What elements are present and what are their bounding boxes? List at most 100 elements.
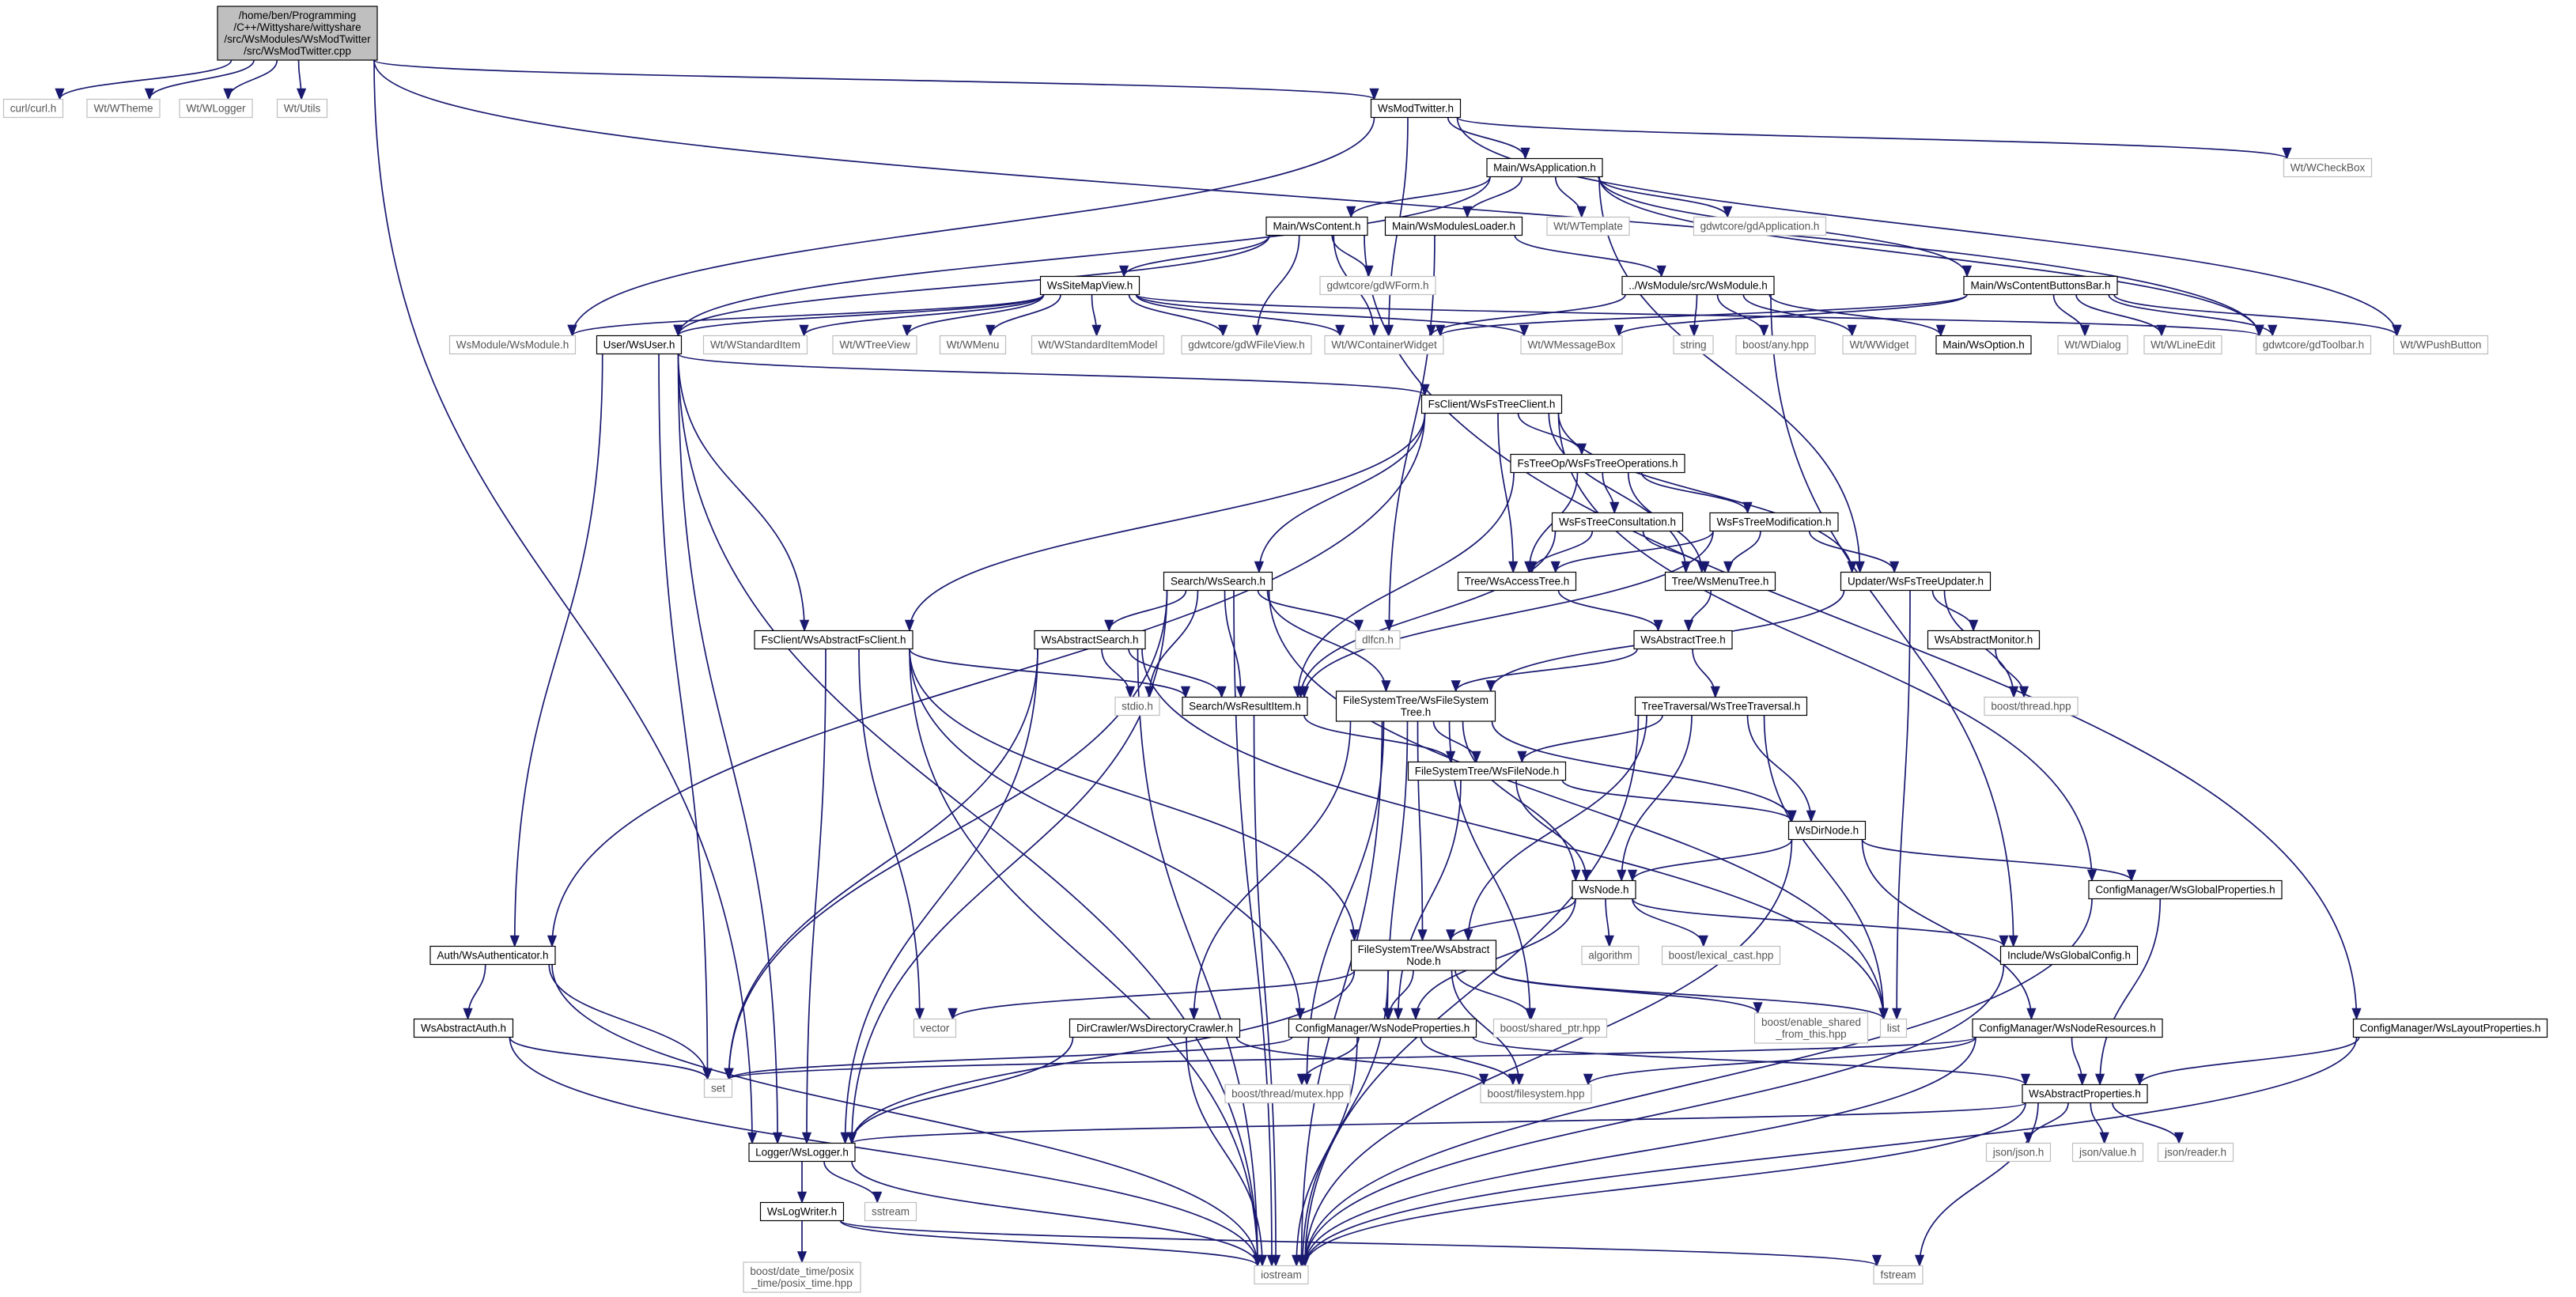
node-wsabstractauth-h[interactable]: WsAbstractAuth.h	[413, 1018, 514, 1038]
node-configmanager-wsnodeproperties-h[interactable]: ConfigManager/WsNodeProperties.h	[1288, 1018, 1477, 1038]
node-main-wsmodulesloader-h[interactable]: Main/WsModulesLoader.h	[1384, 216, 1523, 236]
edge-wssitemapview-h-to-wt-wstandarditemmodel	[1091, 294, 1102, 338]
edge-main-wsapplication-h-to-main-wsmodulesloader-h	[1462, 176, 1523, 219]
node-box	[1935, 335, 2032, 355]
node-treetraversal-wstreetraversal-h[interactable]: TreeTraversal/WsTreeTraversal.h	[1634, 696, 1808, 717]
node-box	[2255, 335, 2372, 355]
node-label: Tree.h	[1401, 706, 1432, 718]
node-label: json/json.h	[1992, 1147, 2045, 1159]
node-tree-wsmenutree-h[interactable]: Tree/WsMenuTree.h	[1664, 571, 1776, 592]
node-box	[217, 6, 378, 61]
node-search-wssearch-h[interactable]: Search/WsSearch.h	[1163, 571, 1273, 592]
node-wssitemapview-h[interactable]: WsSiteMapView.h	[1039, 275, 1140, 296]
node-wsmodule-src-wsmodule-h[interactable]: ../WsModule/src/WsModule.h	[1621, 275, 1775, 296]
node-label: Wt/WLogger	[186, 103, 246, 115]
node-label: gdwtcore/gdApplication.h	[1700, 221, 1820, 233]
edge-filesystemtree-wsfilesystemtree-h-to-configmanager-wsnodeproperties-h	[1383, 720, 1409, 1021]
edge-root-to-wsmodtwitter-h	[373, 59, 1379, 101]
node-box	[1355, 630, 1401, 650]
edge-wsmodtwitter-h-to-wsmodule-wsmodule-h	[567, 117, 1375, 338]
node-search-wsresultitem-h[interactable]: Search/WsResultItem.h	[1182, 696, 1308, 717]
node-fsclient-wsabstractfsclient-h[interactable]: FsClient/WsAbstractFsClient.h	[754, 630, 914, 650]
node-wsabstracttree-h[interactable]: WsAbstractTree.h	[1633, 630, 1733, 650]
node-configmanager-wslayoutproperties-h[interactable]: ConfigManager/WsLayoutProperties.h	[2352, 1018, 2548, 1038]
node-logger-wslogger-h[interactable]: Logger/WsLogger.h	[748, 1142, 856, 1163]
edge-fstreeop-wsfstreeoperations-h-to-wsfstreeconsultation-h	[1602, 472, 1620, 515]
node-label: set	[711, 1083, 725, 1095]
node-wsdirnode-h[interactable]: WsDirNode.h	[1787, 820, 1867, 841]
node-configmanager-wsnoderesources-h[interactable]: ConfigManager/WsNodeResources.h	[1972, 1018, 2163, 1038]
node-label: Auth/WsAuthenticator.h	[437, 950, 548, 962]
node-gdwtcore-gdwform-h: gdwtcore/gdWForm.h	[1319, 275, 1436, 296]
node-box	[2283, 157, 2373, 178]
node-wt-wmessagebox: Wt/WMessageBox	[1520, 335, 1623, 355]
edge-logger-wslogger-h-to-sstream	[823, 1161, 883, 1204]
node-label: iostream	[1261, 1269, 1302, 1281]
node-configmanager-wsglobalproperties-h[interactable]: ConfigManager/WsGlobalProperties.h	[2088, 879, 2283, 900]
node-box	[939, 335, 1007, 355]
node-main-wscontentbuttonsbar-h[interactable]: Main/WsContentButtonsBar.h	[1963, 275, 2118, 296]
node-wsfstreemodification-h[interactable]: WsFsTreeModification.h	[1709, 512, 1839, 532]
edge-wssitemapview-h-to-wt-wtreeview	[902, 294, 1045, 338]
node-boost-shared-ptr-hpp: boost/shared_ptr.hpp	[1492, 1018, 1608, 1038]
edge-wsfstreeconsultation-h-to-tree-wsaccesstree-h	[1526, 531, 1594, 574]
node-label: Wt/WPushButton	[2400, 339, 2482, 351]
edge-wsabstractsearch-h-to-iostream	[1137, 648, 1263, 1268]
node-label: Wt/WStandardItemModel	[1038, 339, 1158, 351]
edge-configmanager-wsglobalproperties-h-to-iostream	[1299, 898, 2093, 1268]
node-label: boost/date_time/posix	[750, 1265, 854, 1277]
edge-wssitemapview-h-to-wt-wstandarditem	[799, 294, 1045, 338]
node-label: Updater/WsFsTreeUpdater.h	[1848, 576, 1984, 588]
node-label: boost/shared_ptr.hpp	[1500, 1023, 1601, 1034]
node-auth-wsauthenticator-h[interactable]: Auth/WsAuthenticator.h	[429, 945, 556, 966]
edge-wsabstractsearch-h-to-stdio-h	[1101, 648, 1136, 699]
node-wsnode-h[interactable]: WsNode.h	[1572, 879, 1636, 900]
node-dircrawler-wsdirectorycrawler-h[interactable]: DirCrawler/WsDirectoryCrawler.h	[1069, 1018, 1241, 1038]
node-sstream: sstream	[864, 1201, 917, 1222]
node-wsabstractmonitor-h[interactable]: WsAbstractMonitor.h	[1927, 630, 2041, 650]
node-box	[759, 1201, 845, 1222]
node-label: FsClient/WsAbstractFsClient.h	[761, 634, 906, 646]
node-wt-wdialog: Wt/WDialog	[2057, 335, 2128, 355]
node-filesystemtree-wsfilenode-h[interactable]: FileSystemTree/WsFileNode.h	[1407, 761, 1567, 781]
edge-filesystemtree-wsabstractnode-h-to-list	[1492, 970, 1889, 1021]
node-wsmodtwitter-h[interactable]: WsModTwitter.h	[1370, 98, 1462, 119]
node-wt-wlogger: Wt/WLogger	[179, 98, 253, 119]
node-box	[2057, 335, 2128, 355]
node-wt-wtheme: Wt/WTheme	[86, 98, 161, 119]
node-label: Wt/Utils	[284, 103, 321, 115]
edge-user-wsuser-h-to-logger-wslogger-h	[677, 354, 783, 1145]
node-box	[754, 630, 914, 650]
node-updater-wsfstreeupdater-h[interactable]: Updater/WsFsTreeUpdater.h	[1840, 571, 1992, 592]
node-label: boost/thread/mutex.hpp	[1231, 1088, 1344, 1100]
node-user-wsuser-h[interactable]: User/WsUser.h	[596, 335, 683, 355]
node-main-wsapplication-h[interactable]: Main/WsApplication.h	[1486, 157, 1603, 178]
node-fsclient-wsfstreeclient-h[interactable]: FsClient/WsFsTreeClient.h	[1420, 394, 1563, 414]
edge-search-wssearch-h-to-wsabstractsearch-h	[1104, 590, 1187, 633]
node-label: Wt/WMessageBox	[1527, 339, 1615, 351]
node-fstreeop-wsfstreeoperations-h[interactable]: FsTreeOp/WsFsTreeOperations.h	[1510, 453, 1685, 474]
node-label: boost/enable_shared	[1761, 1016, 1861, 1028]
node-box	[1927, 630, 2041, 650]
node-wsabstractsearch-h[interactable]: WsAbstractSearch.h	[1034, 630, 1146, 650]
node-boost-enable-shared-from-this-hpp: boost/enable_shared_from_this.hpp	[1753, 1012, 1869, 1044]
node-label: boost/thread.hpp	[1991, 701, 2071, 713]
node-box	[1572, 879, 1636, 900]
node-json-value-h: json/value.h	[2071, 1142, 2144, 1163]
node-box	[743, 1261, 861, 1293]
edge-main-wscontentbuttonsbar-h-to-wt-wdialog	[2052, 294, 2090, 338]
node-include-wsglobalconfig-h[interactable]: Include/WsGlobalConfig.h	[1999, 945, 2139, 966]
node-wslogwriter-h[interactable]: WsLogWriter.h	[759, 1201, 845, 1222]
node-wsfstreeconsultation-h[interactable]: WsFsTreeConsultation.h	[1551, 512, 1684, 532]
node-main-wscontent-h[interactable]: Main/WsContent.h	[1265, 216, 1368, 236]
node-main-wsoption-h[interactable]: Main/WsOption.h	[1935, 335, 2032, 355]
node-label: WsLogWriter.h	[767, 1206, 837, 1218]
node-box	[1633, 630, 1733, 650]
node-box	[1335, 690, 1496, 722]
node-box	[1370, 98, 1462, 119]
node-root[interactable]: /home/ben/Programming/C++/Wittyshare/wit…	[217, 6, 378, 61]
node-tree-wsaccesstree-h[interactable]: Tree/WsAccessTree.h	[1457, 571, 1577, 592]
node-wsabstractproperties-h[interactable]: WsAbstractProperties.h	[2022, 1083, 2148, 1104]
